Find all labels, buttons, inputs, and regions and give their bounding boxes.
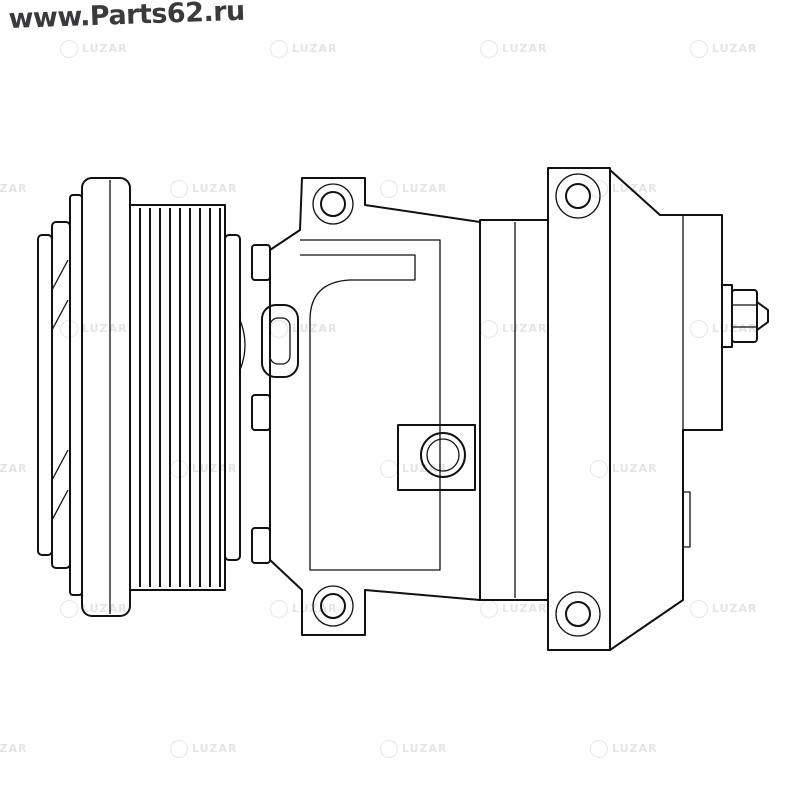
front-housing [269, 177, 481, 636]
bolts [251, 244, 271, 564]
luzar-watermark: LUZAR [690, 320, 758, 338]
luzar-watermark: LUZAR [690, 40, 758, 58]
compressor-body [479, 219, 549, 601]
luzar-watermark: LUZAR [690, 600, 758, 618]
luzar-watermark: LUZAR [590, 740, 658, 758]
luzar-watermark: LUZAR [480, 600, 548, 618]
luzar-watermark: LUZAR [380, 180, 448, 198]
luzar-watermark: LUZAR [480, 320, 548, 338]
luzar-watermark: LUZAR [380, 740, 448, 758]
luzar-watermark: LUZAR [0, 460, 28, 478]
luzar-watermark: LUZAR [0, 180, 28, 198]
luzar-watermark: LUZAR [270, 40, 338, 58]
pulley [81, 177, 241, 617]
luzar-watermark: LUZAR [480, 40, 548, 58]
luzar-watermark: LUZAR [590, 460, 658, 478]
clutch-plate [37, 194, 83, 596]
luzar-watermark: LUZAR [380, 460, 448, 478]
luzar-watermark: LUZAR [60, 320, 128, 338]
hex-nut [721, 284, 769, 348]
luzar-watermark: LUZAR [60, 40, 128, 58]
luzar-watermark: LUZAR [270, 320, 338, 338]
luzar-watermark: LUZAR [170, 180, 238, 198]
electrical-connector [239, 304, 299, 378]
rear-housing [547, 167, 723, 651]
luzar-watermark: LUZAR [590, 180, 658, 198]
luzar-watermark: LUZAR [60, 600, 128, 618]
luzar-watermark: LUZAR [170, 740, 238, 758]
luzar-watermark: LUZAR [0, 740, 28, 758]
luzar-watermark: LUZAR [270, 600, 338, 618]
